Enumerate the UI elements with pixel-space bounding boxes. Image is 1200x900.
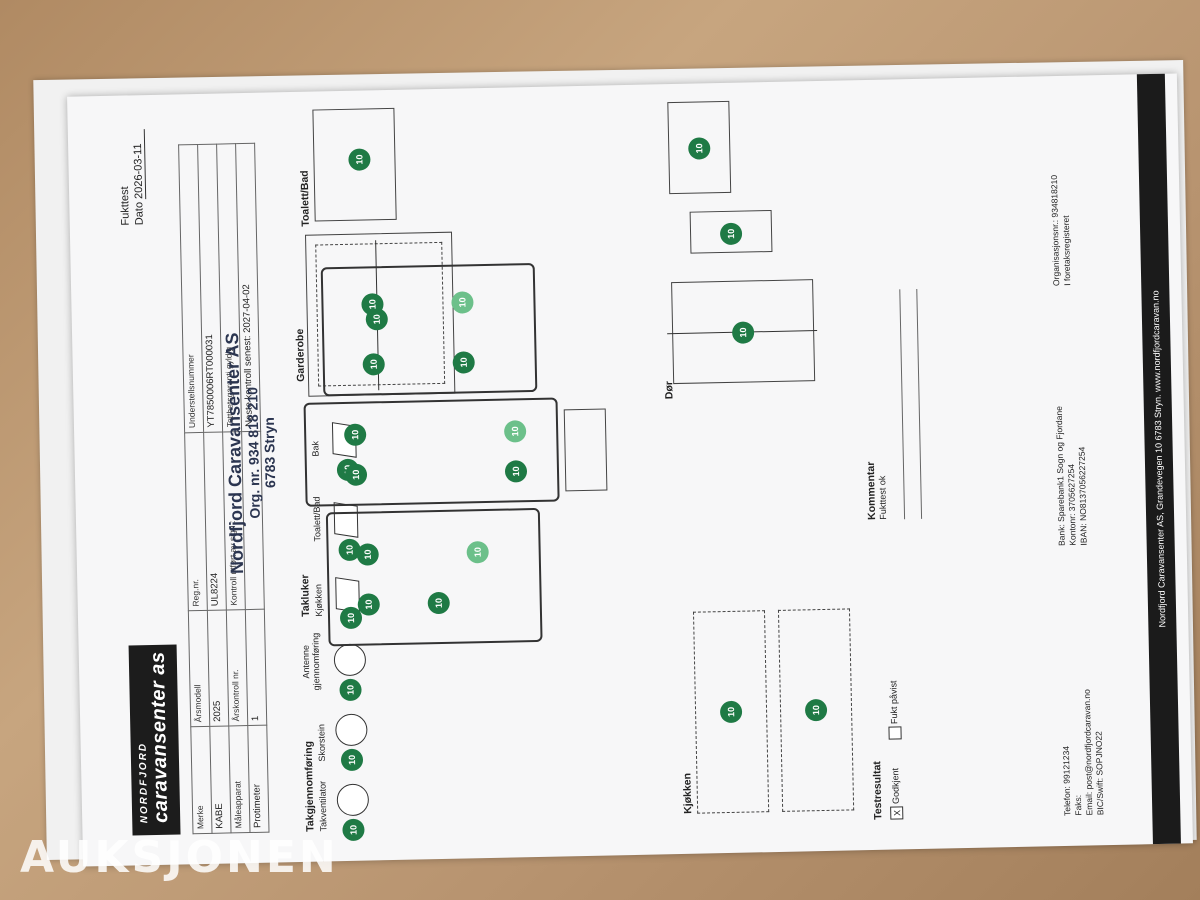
watermark: AUKSJONEN: [20, 832, 339, 883]
form-header: Fukttest Dato 2026-03-11: [118, 128, 149, 226]
footer-bar: Nordfjord Caravansenter AS, Grandevegen …: [1136, 73, 1181, 845]
reading-badge: 10: [342, 818, 365, 842]
plan-drawbar: [563, 408, 608, 492]
comment-line: [900, 288, 923, 520]
roof-section-title: Takgjennomføring: [302, 740, 317, 832]
approved-option: X Godkjent: [889, 768, 904, 820]
moisture-test-form: NORDFJORD caravansenter as Fukttest Dato…: [67, 73, 1193, 867]
moisture-checkbox[interactable]: [888, 726, 902, 740]
reading-badge: 10: [339, 678, 362, 702]
caravan-floor-plan: 10 10 10 10 10 10 10 10 10 10 10 10: [301, 260, 629, 647]
kitchen-title: Kjøkken: [681, 772, 695, 814]
antenna-symbol: [333, 643, 367, 677]
company-logo: NORDFJORD caravansenter as: [128, 644, 181, 836]
bank-block: Bank: Sparebank1 Sogn og Fjordane Konton…: [1053, 406, 1089, 547]
comment-section: Kommentar Fukttest ok: [861, 288, 923, 520]
org-block: Organisasjonsnr.: 934818210 I foretaksre…: [1048, 174, 1073, 287]
plan-middle-section: [303, 397, 560, 507]
form-title: Fukttest: [118, 186, 132, 226]
plan-front-section: [320, 262, 538, 397]
roof-item-label: Takventilator: [317, 780, 329, 832]
reading-badge: 10: [340, 748, 364, 772]
roof-item-label: Skorstein: [316, 723, 328, 762]
roof-ventilator-symbol: [336, 783, 370, 817]
date-field: Dato 2026-03-11: [131, 128, 147, 225]
chimney-symbol: [335, 713, 368, 747]
plan-rear-section: [325, 507, 543, 647]
approved-checkbox[interactable]: X: [890, 806, 904, 820]
test-result-title: Testresultat: [871, 761, 885, 821]
contact-block: Telefon: 99121234 Faks: Email: post@nord…: [1060, 689, 1106, 817]
form-content: NORDFJORD caravansenter as Fukttest Dato…: [67, 73, 1193, 866]
company-stamp: Nordfjord Caravansenter AS Org. nr. 934 …: [222, 332, 279, 575]
toilet-title: Toalett/Bad: [298, 170, 312, 227]
moisture-option: Fukt påvist: [887, 680, 902, 740]
